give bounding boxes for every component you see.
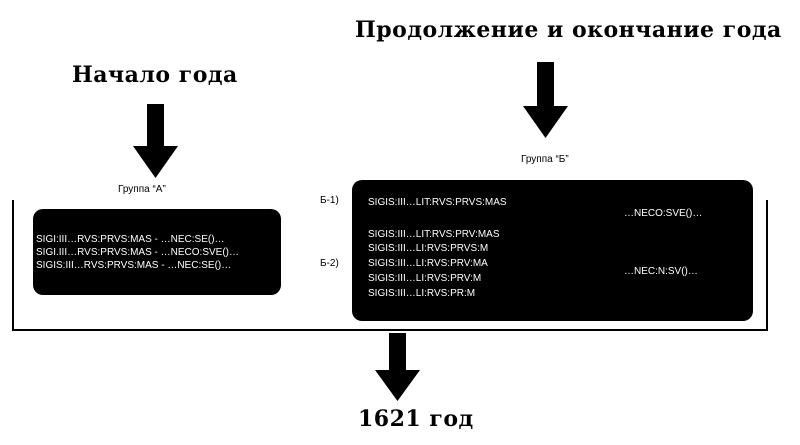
group-b2-line-2: SIGIS:III…LI:RVS:PRVS:M bbox=[368, 243, 489, 254]
arrow-down-year-icon bbox=[375, 333, 420, 401]
group-b1-line-1: SIGIS:III…LIT:RVS:PRVS:MAS bbox=[368, 197, 507, 208]
arrow-down-continuation-icon bbox=[523, 62, 568, 138]
heading-start: Начало года bbox=[72, 62, 238, 88]
group-a-label: Группа “А” bbox=[118, 184, 166, 195]
group-a-line-2: SIGI.III…RVS:PRVS:MAS - …NECO:SVE()… bbox=[36, 247, 240, 258]
group-b2-line-5: SIGIS:III…LI:RVS:PR:M bbox=[368, 288, 476, 299]
group-b-label: Группа “Б” bbox=[521, 154, 569, 165]
group-b2-line-4: SIGIS:III…LI:RVS:PRV:M bbox=[368, 273, 482, 284]
reverse-legend-bottom: …NEC:N:SV()… bbox=[624, 266, 698, 277]
arrow-down-start-icon bbox=[133, 104, 178, 178]
group-b-box: SIGIS:III…LIT:RVS:PRVS:MAS SIGIS:III…LIT… bbox=[352, 180, 753, 321]
group-bracket bbox=[12, 200, 768, 331]
heading-continuation: Продолжение и окончание года bbox=[355, 17, 782, 43]
group-a-box: SIGI:III…RVS:PRVS:MAS - …NEC:SE()… SIGI.… bbox=[33, 209, 281, 295]
reverse-legend-top: …NECO:SVE()… bbox=[624, 208, 703, 219]
group-a-line-3: SIGIS:III…RVS:PRVS:MAS - …NEC:SE()… bbox=[36, 260, 232, 271]
heading-year: 1621 год bbox=[358, 406, 474, 432]
group-a-line-1: SIGI:III…RVS:PRVS:MAS - …NEC:SE()… bbox=[36, 234, 225, 245]
group-b2-line-1: SIGIS:III…LIT:RVS:PRV:MAS bbox=[368, 229, 500, 240]
subgroup-b2-label: Б-2) bbox=[320, 258, 339, 269]
group-b2-line-3: SIGIS:III…LI:RVS:PRV:MA bbox=[368, 258, 488, 269]
subgroup-b1-label: Б-1) bbox=[320, 195, 339, 206]
